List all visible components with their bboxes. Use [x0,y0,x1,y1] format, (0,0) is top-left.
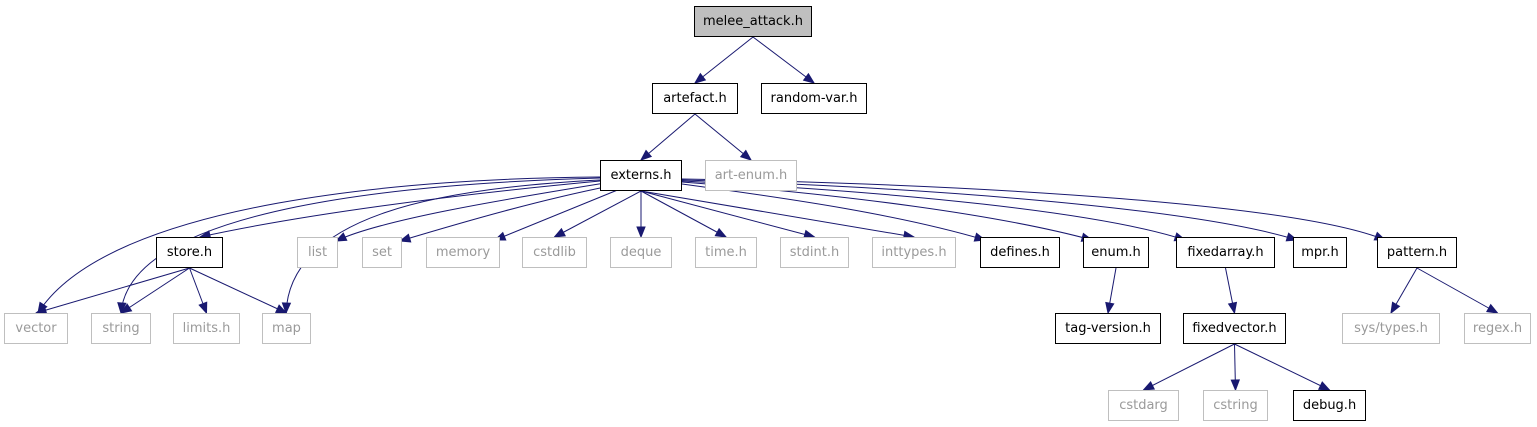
arrowhead [1390,301,1401,315]
edge-externs-to-map [285,179,601,314]
node-fixedvector-h[interactable]: fixedvector.h [1183,313,1286,344]
edge-fixedvector-to-debug [1234,343,1330,391]
edge-store-to-vector [35,267,190,314]
node-memory: memory [426,237,500,268]
arrowhead [398,233,412,243]
node-cstring: cstring [1203,390,1268,421]
node-pattern-h[interactable]: pattern.h [1377,237,1457,268]
edge-artefact-to-art-enum [694,113,752,161]
edge-externs-to-set [399,185,611,242]
edge-externs-to-cstdlib [554,190,642,238]
node-list: list [297,237,338,268]
node-art-enum-h: art-enum.h [705,160,797,191]
arrowhead [1317,381,1331,391]
arrowhead [739,149,753,161]
edge-store-to-map [189,267,287,314]
arrowhead [714,227,728,238]
edge-store-to-string [120,267,190,314]
arrowhead [636,226,646,239]
node-regex-h: regex.h [1464,313,1531,344]
node-cstdlib: cstdlib [522,237,587,268]
node-defines-h[interactable]: defines.h [980,237,1060,268]
node-store-h[interactable]: store.h [156,237,223,268]
node-artefact-h[interactable]: artefact.h [652,83,738,114]
edge-externs-to-vector [37,176,601,314]
node-externs-h[interactable]: externs.h [600,160,682,191]
arrowhead [639,149,653,161]
edge-externs-to-store [199,180,601,238]
node-deque: deque [610,237,672,268]
node-cstdarg: cstdarg [1108,390,1179,421]
edge-externs-to-string [120,177,601,314]
node-map: map [262,313,311,344]
node-debug-h[interactable]: debug.h [1293,390,1366,421]
arrowhead [1227,301,1238,315]
arrowhead [274,304,288,314]
node-time-h: time.h [695,237,757,268]
node-melee-attack-h[interactable]: melee_attack.h [694,6,812,37]
edge-externs-to-stdint [640,190,815,238]
edge-externs-to-memory [494,188,621,241]
edge-externs-to-inttypes [640,190,915,238]
edge-externs-to-time [640,190,727,238]
node-sys-types-h: sys/types.h [1342,313,1440,344]
edge-externs-to-pattern [681,178,1386,241]
arrowhead [1105,301,1115,315]
node-mpr-h[interactable]: mpr.h [1293,237,1347,268]
edge-externs-to-list [335,182,606,242]
node-inttypes-h: inttypes.h [872,237,956,268]
arrowhead [802,72,816,84]
node-set: set [362,237,402,268]
arrowhead [117,302,127,315]
arrowhead [198,301,208,315]
edge-artefact-to-externs [640,113,696,161]
edge-melee-attack-to-random-var [752,36,815,84]
arrowhead [1230,379,1241,392]
edge-pattern-to-regex [1416,267,1498,314]
node-enum-h[interactable]: enum.h [1083,237,1149,268]
node-random-var-h[interactable]: random-var.h [761,83,867,114]
node-vector: vector [4,313,68,344]
arrowhead [119,303,133,314]
arrowhead [281,302,292,315]
node-string: string [91,313,151,344]
arrowhead [1486,303,1499,314]
node-tag-version-h[interactable]: tag-version.h [1055,313,1161,344]
arrowhead [553,227,566,238]
arrowhead [1142,381,1156,391]
node-limits-h: limits.h [173,313,240,344]
node-stdint-h: stdint.h [780,237,849,268]
edge-fixedvector-to-cstdarg [1143,343,1235,391]
arrowhead [334,232,348,242]
arrowhead [693,72,707,84]
node-fixedarray-h[interactable]: fixedarray.h [1176,237,1275,268]
edge-melee-attack-to-artefact [694,36,754,84]
